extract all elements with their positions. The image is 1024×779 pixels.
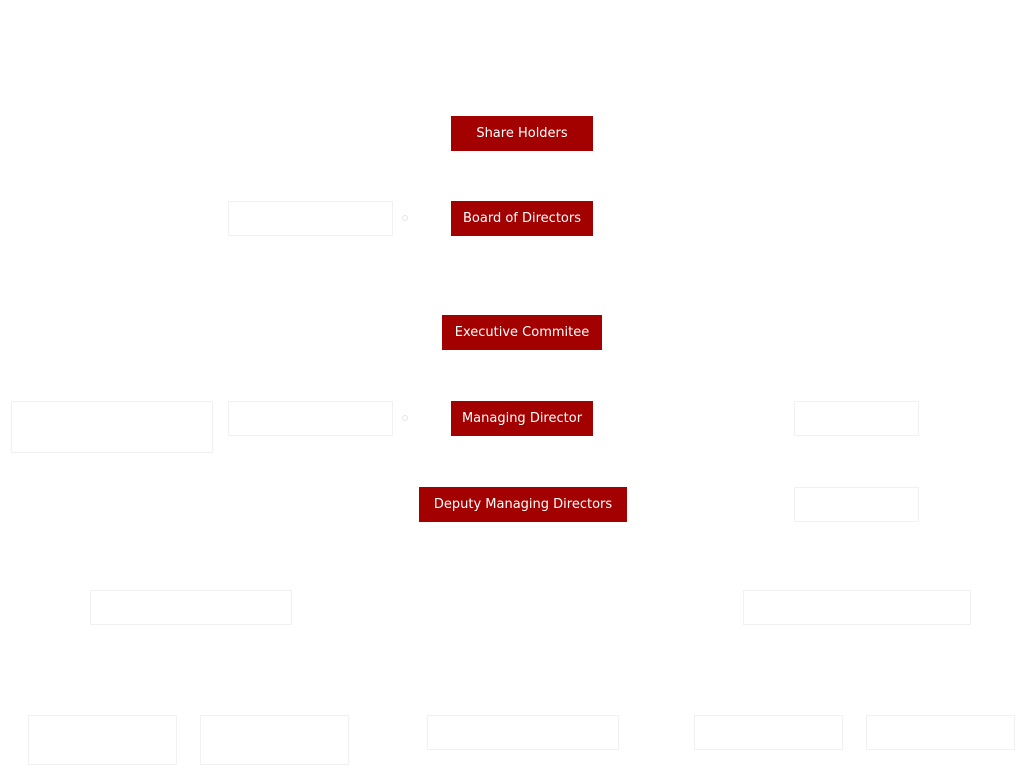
placeholder-box (11, 401, 213, 453)
placeholder-box (200, 715, 349, 765)
placeholder-box (28, 715, 177, 765)
connector-dot (402, 215, 408, 221)
placeholder-box (90, 590, 292, 625)
node-executive-committee: Executive Commitee (442, 315, 602, 350)
placeholder-box (866, 715, 1015, 750)
placeholder-box (228, 401, 393, 436)
placeholder-box (794, 401, 919, 436)
placeholder-box (694, 715, 843, 750)
placeholder-box (427, 715, 619, 750)
placeholder-box (794, 487, 919, 522)
connector-dot (402, 415, 408, 421)
node-managing-director: Managing Director (451, 401, 593, 436)
node-board-of-directors: Board of Directors (451, 201, 593, 236)
placeholder-box (743, 590, 971, 625)
node-share-holders: Share Holders (451, 116, 593, 151)
node-deputy-managing-directors: Deputy Managing Directors (419, 487, 627, 522)
placeholder-box (228, 201, 393, 236)
